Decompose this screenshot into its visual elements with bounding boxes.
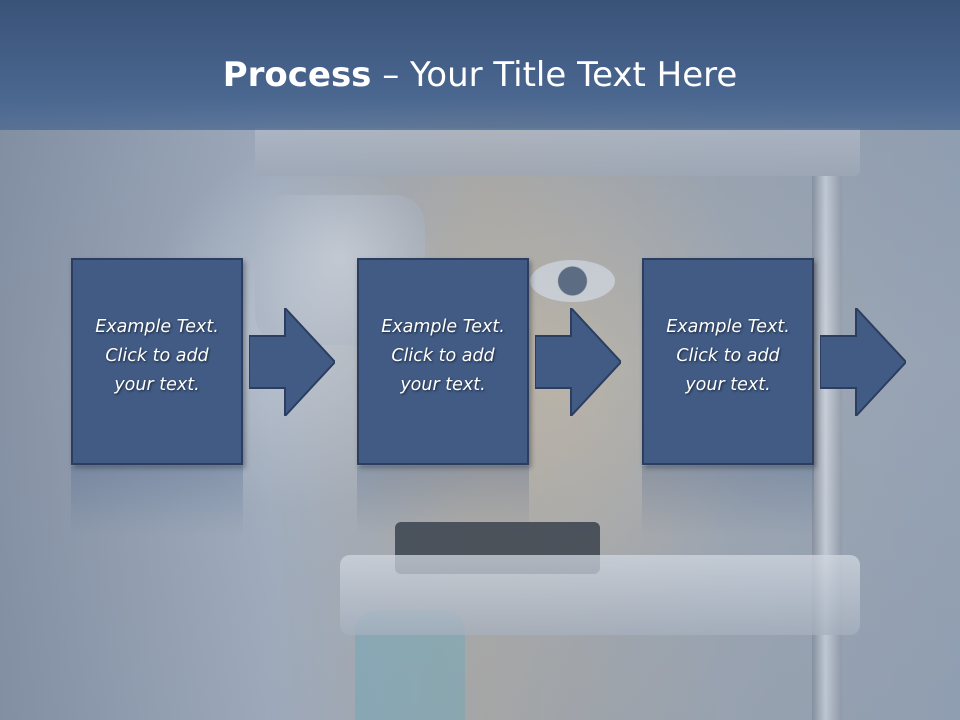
step-2-reflection bbox=[357, 466, 529, 536]
process-step-1[interactable]: Example Text. Click to add your text. bbox=[71, 258, 243, 465]
step-2-text[interactable]: Example Text. Click to add your text. bbox=[381, 317, 505, 395]
step-1-text[interactable]: Example Text. Click to add your text. bbox=[95, 317, 219, 395]
slide-title[interactable]: Process – Your Title Text Here bbox=[0, 50, 960, 100]
step-3-text[interactable]: Example Text. Click to add your text. bbox=[666, 317, 790, 395]
process-step-3[interactable]: Example Text. Click to add your text. bbox=[642, 258, 814, 465]
chin-rest bbox=[340, 555, 860, 635]
step-3-reflection bbox=[642, 466, 814, 536]
process-step-2[interactable]: Example Text. Click to add your text. bbox=[357, 258, 529, 465]
arrow-right-icon bbox=[535, 308, 621, 416]
arrow-right-icon bbox=[249, 308, 335, 416]
title-bold: Process bbox=[222, 55, 372, 95]
title-bar: Process – Your Title Text Here bbox=[0, 0, 960, 130]
step-1-reflection bbox=[71, 466, 243, 536]
equipment-top bbox=[255, 128, 860, 176]
arrow-right-icon bbox=[820, 308, 906, 416]
title-rest: – Your Title Text Here bbox=[371, 55, 738, 95]
eye-image bbox=[530, 260, 615, 302]
